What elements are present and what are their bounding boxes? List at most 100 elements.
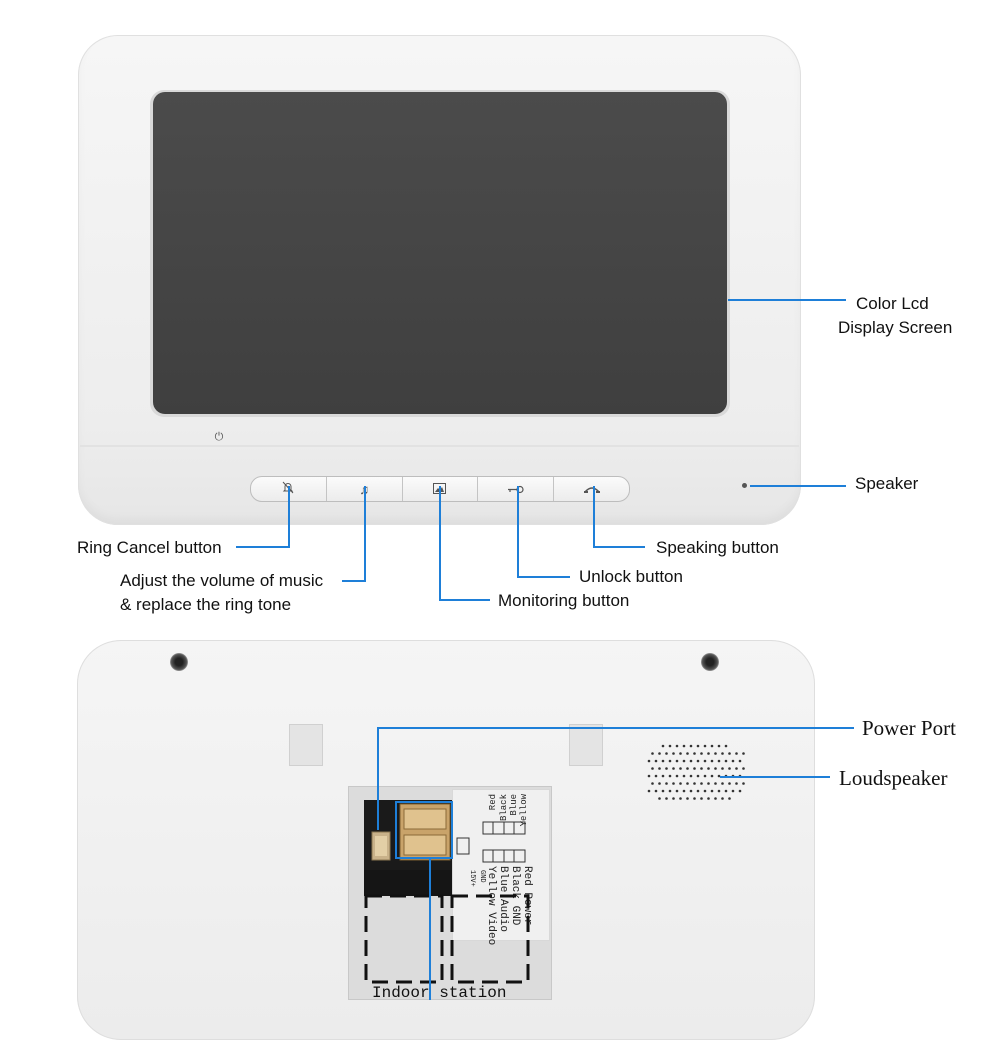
label-unlock: Unlock button xyxy=(579,567,683,586)
sticker-wire-red: Red xyxy=(488,794,498,811)
grille-hole xyxy=(651,767,654,770)
panel-divider xyxy=(80,445,799,447)
grille-hole xyxy=(696,759,700,763)
grille-hole xyxy=(742,752,745,755)
grille-hole xyxy=(703,759,707,763)
grille-hole xyxy=(689,774,693,778)
grille-hole xyxy=(675,789,679,793)
grille-hole xyxy=(707,767,710,770)
phone-handset-icon xyxy=(583,482,600,497)
grille-hole xyxy=(714,797,717,800)
unlock-button[interactable] xyxy=(478,477,555,501)
grille-hole xyxy=(717,774,721,778)
grille-hole xyxy=(717,789,721,793)
grille-hole xyxy=(665,797,668,800)
wiring-diagram-boxes xyxy=(364,894,530,984)
grille-hole xyxy=(665,767,668,770)
grille-hole xyxy=(696,744,700,748)
grille-hole xyxy=(658,782,661,785)
sticker-wire-black: Black xyxy=(499,794,509,822)
grille-hole xyxy=(686,767,689,770)
grille-hole xyxy=(658,752,661,755)
grille-hole xyxy=(682,744,686,748)
sticker-yellow-video: Yellow Video xyxy=(485,866,497,946)
label-adjust-volume: Adjust the volume of music xyxy=(120,571,324,590)
grille-hole xyxy=(661,744,665,748)
grille-hole xyxy=(735,752,738,755)
grille-hole xyxy=(696,789,700,793)
grille-hole xyxy=(724,789,728,793)
sticker-15v: 15V+ xyxy=(468,870,476,887)
grille-hole xyxy=(679,767,682,770)
grille-hole xyxy=(654,759,658,763)
grille-hole xyxy=(679,797,682,800)
grille-hole xyxy=(738,789,742,793)
grille-hole xyxy=(689,744,693,748)
grille-hole xyxy=(647,789,651,793)
grille-hole xyxy=(717,759,721,763)
grille-hole xyxy=(710,744,714,748)
grille-hole xyxy=(707,752,710,755)
grille-hole xyxy=(703,744,707,748)
grille-hole xyxy=(665,752,668,755)
grille-hole xyxy=(700,782,703,785)
grille-hole xyxy=(710,774,714,778)
label-display-screen: Display Screen xyxy=(838,318,953,337)
grille-hole xyxy=(672,782,675,785)
sticker-gnd: GND xyxy=(478,870,486,883)
grille-hole xyxy=(672,767,675,770)
grille-hole xyxy=(724,774,728,778)
grille-hole xyxy=(693,782,696,785)
loudspeaker-grille xyxy=(647,744,745,800)
ring-cancel-button[interactable] xyxy=(251,477,327,501)
sticker-wire-blue: Blue xyxy=(509,794,519,816)
grille-hole xyxy=(672,752,675,755)
grille-hole xyxy=(654,789,658,793)
button-strip: ♫ xyxy=(250,476,630,502)
grille-hole xyxy=(661,759,665,763)
grille-hole xyxy=(661,774,665,778)
music-volume-button[interactable]: ♫ xyxy=(327,477,403,501)
grille-hole xyxy=(714,782,717,785)
grille-hole xyxy=(728,782,731,785)
grille-hole xyxy=(658,767,661,770)
circuit-board xyxy=(364,800,456,896)
grille-hole xyxy=(721,767,724,770)
grille-hole xyxy=(686,782,689,785)
label-replace-ring: & replace the ring tone xyxy=(120,595,292,614)
label-loudspeaker: Loudspeaker xyxy=(839,766,948,790)
grille-hole xyxy=(731,774,735,778)
grille-hole xyxy=(668,744,672,748)
label-speaker: Speaker xyxy=(855,474,919,493)
speaking-button[interactable] xyxy=(554,477,629,501)
grille-hole xyxy=(742,782,745,785)
sticker-wire-yellow: Yellow xyxy=(519,794,529,827)
grille-hole xyxy=(689,759,693,763)
power-icon: ⏻ xyxy=(214,431,224,443)
label-speaking: Speaking button xyxy=(656,538,779,557)
grille-hole xyxy=(728,797,731,800)
screw-right xyxy=(701,653,719,671)
monitoring-button[interactable] xyxy=(403,477,479,501)
grille-hole xyxy=(735,782,738,785)
grille-hole xyxy=(679,752,682,755)
mount-slot-left xyxy=(289,724,323,766)
label-monitoring: Monitoring button xyxy=(498,591,630,610)
label-power-port: Power Port xyxy=(862,716,956,740)
sticker-blue-audio: Blue Audio xyxy=(497,866,509,933)
grille-hole xyxy=(679,782,682,785)
key-icon xyxy=(507,482,525,497)
grille-hole xyxy=(707,797,710,800)
grille-hole xyxy=(721,782,724,785)
grille-hole xyxy=(668,774,672,778)
grille-hole xyxy=(686,752,689,755)
grille-hole xyxy=(710,759,714,763)
grille-hole xyxy=(728,752,731,755)
grille-hole xyxy=(693,767,696,770)
grille-hole xyxy=(668,759,672,763)
grille-hole xyxy=(693,797,696,800)
grille-hole xyxy=(696,774,700,778)
grille-hole xyxy=(707,782,710,785)
grille-hole xyxy=(647,774,651,778)
grille-hole xyxy=(731,789,735,793)
